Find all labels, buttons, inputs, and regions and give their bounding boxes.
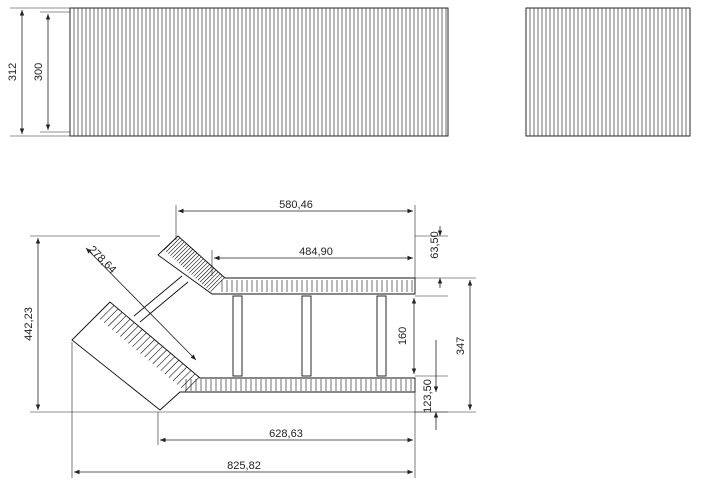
slat-line (95, 301, 111, 317)
dim-63-50: 63,50 (415, 226, 448, 288)
dim-442-23-label: 442,23 (23, 307, 35, 341)
slat-line (107, 312, 123, 327)
dim-160-label: 160 (397, 327, 409, 345)
dim-312: 312 (7, 7, 70, 137)
plan-slats (95, 235, 413, 392)
slat-line (178, 249, 194, 264)
dim-484-90-label: 484,90 (299, 246, 333, 258)
slat-line (172, 243, 187, 258)
slat-line (116, 318, 131, 334)
dim-123-50-label: 123,50 (422, 379, 434, 413)
slat-line (103, 308, 119, 324)
plan-view: 580,46 484,90 278,64 442,23 63,50 (23, 199, 476, 478)
cross-members (133, 275, 387, 377)
dim-300-label: 300 (33, 63, 45, 81)
dim-484-90: 484,90 (211, 246, 413, 276)
slat-line (120, 322, 135, 337)
slat-line (128, 329, 143, 344)
slat-line (168, 363, 184, 378)
dim-628-63: 628,63 (157, 392, 416, 445)
slat-line (193, 262, 208, 277)
dim-580-46-label: 580,46 (279, 199, 313, 211)
dim-628-63-label: 628,63 (269, 428, 303, 440)
top-right-view (525, 7, 691, 137)
slat-line (180, 373, 196, 389)
slat-line (160, 356, 176, 371)
slat-line (187, 256, 202, 272)
slat-line (111, 315, 127, 330)
dim-160: 160 (397, 295, 448, 377)
slat-line (172, 366, 188, 382)
slat-line (152, 349, 167, 365)
slat-line (203, 271, 219, 287)
dim-312-label: 312 (7, 63, 19, 81)
slat-line (136, 335, 151, 351)
slat-line (180, 250, 196, 266)
slat-line (176, 247, 191, 262)
dim-347-label: 347 (455, 337, 467, 355)
slat-line (132, 332, 147, 347)
dim-123-50: 123,50 (160, 340, 448, 430)
dim-63-50-label: 63,50 (429, 231, 441, 259)
slat-line (99, 305, 115, 320)
dim-278-64-label: 278,64 (86, 244, 118, 276)
slat-line (140, 339, 155, 354)
slat-line (206, 273, 221, 289)
dim-442-23: 442,23 (23, 235, 160, 413)
slat-line (124, 325, 139, 341)
slat-line (170, 241, 185, 256)
slat-line (189, 258, 204, 273)
slat-line (197, 266, 213, 281)
slat-line (156, 353, 171, 368)
slat-line (195, 264, 210, 279)
slat-line (182, 252, 198, 268)
top-right-slats (529, 8, 687, 136)
slat-line (210, 277, 225, 292)
dim-580-46: 580,46 (175, 199, 416, 278)
slat-line (176, 370, 192, 385)
dim-300: 300 (33, 11, 70, 133)
slat-line (163, 235, 179, 251)
dim-825-82-label: 825,82 (227, 460, 261, 472)
top-left-slats (73, 8, 447, 136)
dim-278-64: 278,64 (85, 244, 197, 361)
slat-line (184, 254, 200, 270)
slat-line (191, 260, 206, 275)
slat-line (208, 275, 223, 290)
slat-line (148, 346, 163, 361)
slat-line (184, 377, 200, 392)
slat-line (168, 239, 183, 254)
slat-line (201, 269, 217, 285)
dim-825-82: 825,82 (71, 342, 416, 478)
slat-line (174, 245, 189, 260)
slat-line (144, 342, 159, 358)
slat-line (164, 359, 180, 375)
top-left-view: 312 300 (7, 7, 449, 137)
slat-line (199, 267, 215, 283)
